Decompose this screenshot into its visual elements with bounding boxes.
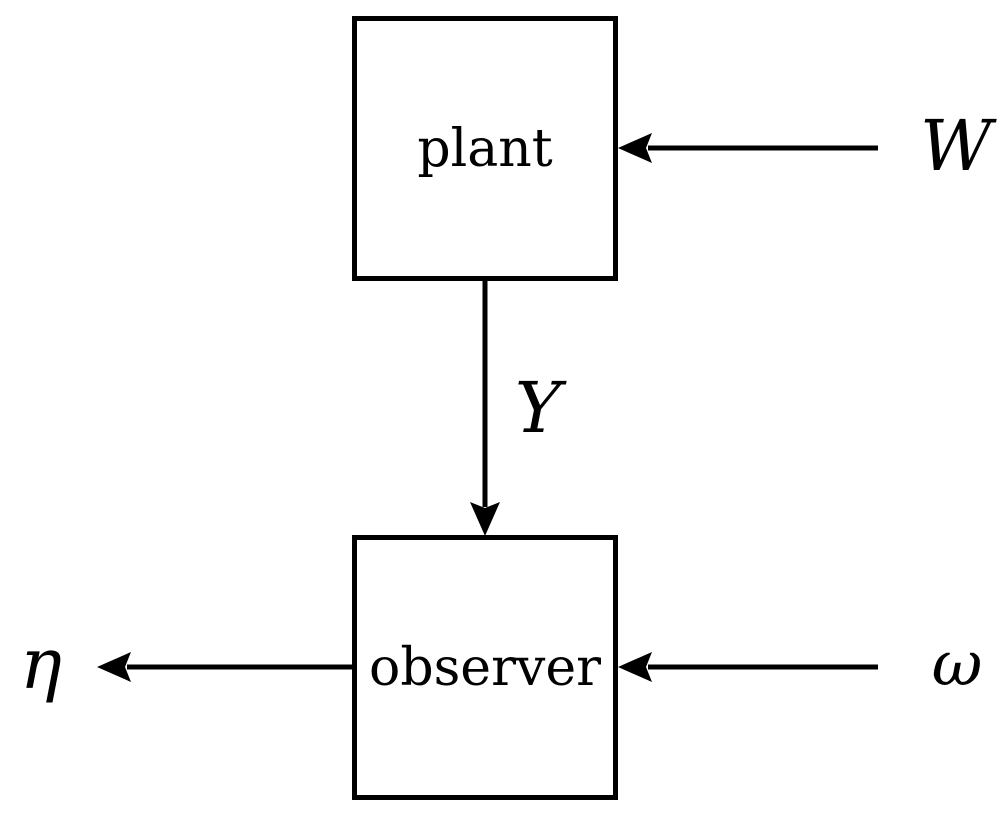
w-arrow <box>618 133 878 163</box>
plant-node-label: plant <box>417 118 553 179</box>
y-arrow <box>470 281 500 536</box>
eta-arrow <box>97 652 352 682</box>
w-signal-label: W <box>920 105 992 187</box>
observer-node: observer <box>352 535 618 800</box>
omega-arrow <box>618 652 878 682</box>
observer-node-label: observer <box>369 637 601 698</box>
plant-node: plant <box>352 16 618 281</box>
eta-signal-label: η <box>20 623 62 705</box>
omega-signal-label: ω <box>931 627 983 700</box>
y-signal-label: Y <box>514 367 562 449</box>
